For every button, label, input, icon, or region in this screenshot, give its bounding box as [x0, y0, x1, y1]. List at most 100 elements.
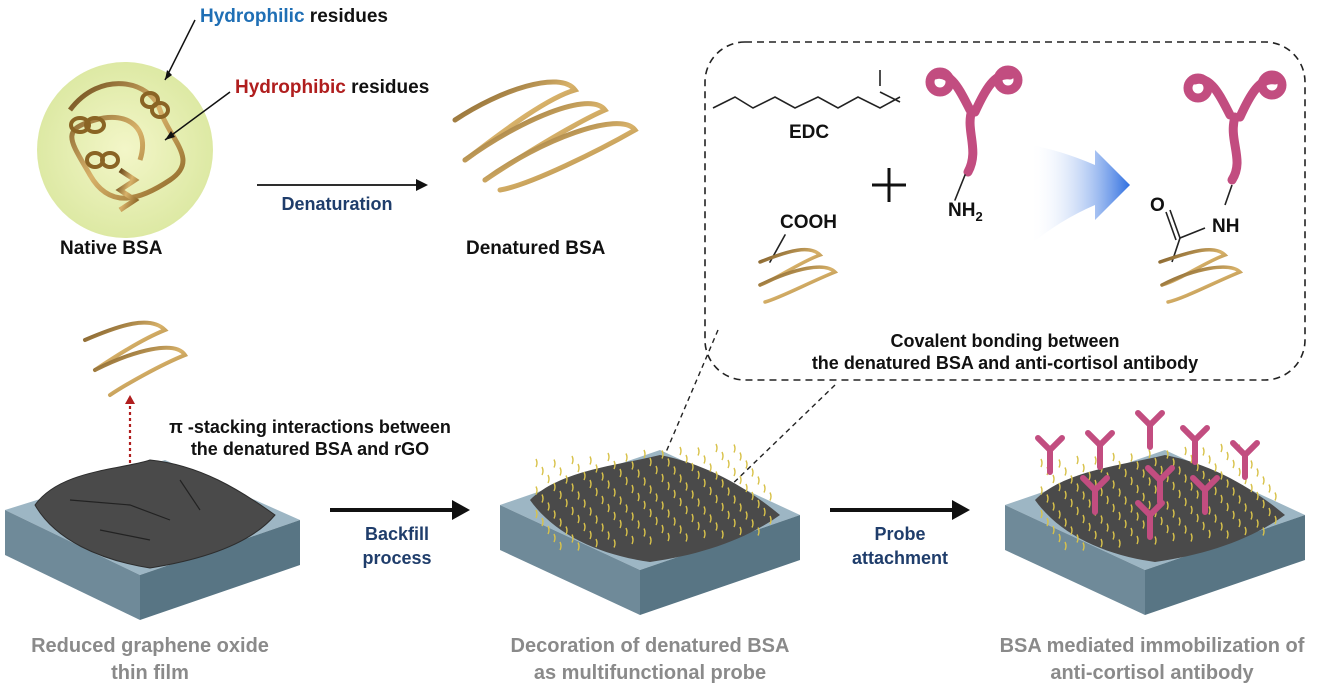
probe-spike — [643, 500, 646, 510]
probe-spike — [1256, 468, 1259, 477]
probe-spike — [571, 455, 574, 465]
probe-spike — [1190, 533, 1193, 542]
probe-spike — [535, 486, 538, 495]
hydrophilic-rest: residues — [304, 6, 388, 27]
floating-bsa-ribbon — [83, 320, 189, 397]
probe-spike — [1166, 524, 1169, 534]
probe-spike — [1226, 502, 1229, 512]
probe-spike — [679, 497, 682, 507]
probe-spike — [757, 499, 760, 509]
probe-spike — [673, 517, 676, 526]
probe-spike — [1052, 502, 1055, 511]
probe-spike — [1256, 491, 1259, 501]
probe-spike — [1130, 527, 1133, 537]
probe-spike — [685, 454, 688, 464]
probe-spike — [1178, 489, 1181, 499]
probe-spike — [1160, 465, 1163, 475]
probe-spike — [751, 519, 754, 528]
probe-spike — [697, 447, 700, 456]
antibody-mark — [1230, 440, 1260, 480]
probe-spike — [559, 518, 562, 527]
probe-spike — [763, 507, 766, 517]
probe-spike — [715, 494, 718, 504]
probe-spike — [1220, 471, 1223, 480]
probe-spike — [1178, 466, 1181, 475]
probe-spike — [637, 469, 640, 478]
probe-spike — [1130, 453, 1133, 462]
probe-spike — [1178, 517, 1181, 526]
rgo-caption-line2: thin film — [111, 662, 189, 684]
probe-spike — [1082, 514, 1085, 524]
probe-spike — [1076, 534, 1079, 543]
probe-spike — [1214, 514, 1217, 523]
rgo-caption-line1: Reduced graphene oxide — [31, 635, 269, 657]
probe-spike — [1118, 539, 1121, 548]
probe-spike — [589, 507, 592, 516]
probe-spike — [1148, 449, 1151, 459]
probe-spike — [727, 510, 730, 520]
probe-spike — [1232, 510, 1235, 520]
probe-spike — [1268, 507, 1271, 517]
probe-spike — [625, 527, 628, 537]
probe-spike — [1112, 503, 1115, 513]
probe-spike — [1148, 477, 1151, 486]
probe-spike — [1190, 454, 1193, 464]
probe-spike — [643, 449, 646, 459]
probe-spike — [1100, 538, 1103, 548]
probe-spike — [589, 456, 592, 465]
probe-spike — [691, 462, 694, 472]
probe-spike — [1046, 494, 1049, 503]
probe-spike — [1076, 483, 1079, 492]
probe-spike — [535, 509, 538, 519]
probe-spike — [1262, 476, 1265, 485]
probe-spike — [625, 476, 628, 486]
probe-spike — [721, 502, 724, 512]
probe-spike — [1226, 451, 1229, 461]
hydrophilic-label: Hydrophilic residues — [200, 6, 388, 28]
edc-structure — [712, 96, 901, 109]
cooh-label: COOH — [780, 212, 837, 233]
probe-spike — [1130, 504, 1133, 513]
probe-spike — [649, 485, 652, 494]
antibody-mark — [1190, 475, 1220, 515]
probe-spike — [1148, 500, 1151, 510]
probe-spike — [1094, 530, 1097, 540]
nh2-sub: 2 — [975, 208, 983, 224]
antibody-mark — [1180, 425, 1210, 465]
probe-spike — [643, 528, 646, 537]
probe-spike — [1172, 532, 1175, 542]
probe-spike — [1202, 447, 1205, 456]
probe-spike — [1112, 480, 1115, 489]
backfill-label: Backfill process — [332, 522, 462, 570]
probe-spike — [595, 487, 598, 497]
pi-stacking-line2: the denatured BSA and rGO — [190, 439, 430, 459]
denatured-bsa-ribbon — [452, 79, 639, 193]
probe-spike — [583, 522, 586, 532]
probe-spike — [757, 476, 760, 485]
nh-label: NH — [1212, 216, 1240, 237]
probe-spike — [661, 524, 664, 534]
immobilization-caption-line2: anti-cortisol antibody — [1050, 662, 1254, 684]
immobilization-caption-line1: BSA mediated immobilization of — [999, 635, 1305, 657]
reaction-arrow — [1030, 145, 1130, 245]
probe-spike — [703, 529, 706, 539]
probe-spike — [1070, 498, 1073, 508]
probe-spike — [745, 511, 748, 520]
probe-spike — [715, 522, 718, 531]
probe-spike — [1274, 515, 1277, 525]
probe-spike — [703, 478, 706, 488]
probe-spike — [619, 496, 622, 505]
probe-spike — [1106, 495, 1109, 505]
probe-spike — [691, 513, 694, 523]
probe-spike — [733, 495, 736, 504]
probe-spike — [673, 489, 676, 499]
probe-spike — [595, 464, 598, 473]
probe-spike — [1160, 516, 1163, 526]
antibody-mark — [1035, 435, 1065, 475]
probe-spike — [553, 482, 556, 492]
probe-spike — [553, 510, 556, 519]
probe-spike — [643, 477, 646, 486]
probe-spike — [1064, 467, 1067, 476]
probe-spike — [709, 486, 712, 496]
probe-spike — [1190, 482, 1193, 491]
